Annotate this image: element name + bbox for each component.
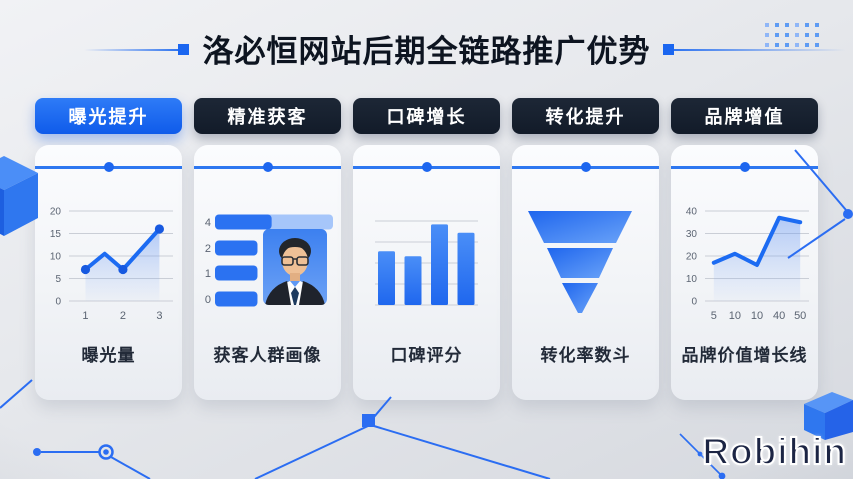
- svg-text:0: 0: [55, 297, 61, 308]
- svg-text:3: 3: [156, 310, 162, 322]
- brand-growth-line-chart: 0 10 20 30 40 5 10 10 40 50: [686, 207, 809, 322]
- tab-label: 口碑增长: [386, 107, 467, 127]
- title-right-line-decoration: [674, 49, 846, 51]
- card-caption: 获客人群画像: [213, 346, 322, 365]
- reputation-bar-chart: [375, 220, 478, 306]
- card-progress-line: [512, 162, 659, 172]
- title-left-square-marker: [178, 44, 189, 55]
- card-acquisition: 4 2 1 0 获客人群画像: [194, 145, 341, 400]
- tab-precise-acquisition[interactable]: 精准获客: [194, 98, 341, 134]
- svg-text:0: 0: [205, 294, 211, 306]
- svg-text:4: 4: [205, 217, 211, 229]
- robihin-logo: Robihin: [701, 430, 847, 473]
- progress-dot-icon: [580, 162, 591, 172]
- customer-portrait-photo: [263, 229, 327, 305]
- circuit-bottom-left-decoration: [0, 379, 151, 479]
- svg-text:10: 10: [50, 252, 62, 263]
- progress-dot-icon: [262, 162, 273, 172]
- svg-text:5: 5: [55, 274, 61, 285]
- card-reputation: 口碑评分: [353, 145, 500, 400]
- card-exposure: 0 5 10 15 20 1 2 3 曝光量: [35, 145, 182, 400]
- circuit-bottom-middle-decoration: [254, 396, 551, 479]
- card-caption: 转化率数斗: [540, 346, 631, 365]
- svg-text:40: 40: [773, 310, 785, 322]
- svg-text:10: 10: [751, 310, 763, 322]
- card-caption: 口碑评分: [390, 346, 463, 365]
- progress-dot-icon: [103, 162, 114, 172]
- svg-text:20: 20: [686, 252, 698, 263]
- title-left-line-decoration: [84, 49, 178, 51]
- svg-text:2: 2: [120, 310, 126, 322]
- svg-text:1: 1: [205, 268, 211, 280]
- tab-reputation-growth[interactable]: 口碑增长: [353, 98, 500, 134]
- card-conversion: 转化率数斗: [512, 145, 659, 400]
- svg-text:1: 1: [82, 310, 88, 322]
- svg-text:20: 20: [50, 207, 62, 218]
- cube-bottom-right-icon: [804, 392, 853, 440]
- card-progress-line: [671, 162, 818, 172]
- card-progress-line: [35, 162, 182, 172]
- page-title: 洛必恒网站后期全链路推广优势: [202, 34, 651, 69]
- svg-text:30: 30: [686, 229, 698, 240]
- tab-label: 品牌增值: [704, 107, 785, 127]
- tab-label: 曝光提升: [68, 107, 149, 127]
- svg-text:5: 5: [711, 310, 717, 322]
- svg-text:40: 40: [686, 207, 698, 218]
- circuit-right-decoration: [787, 149, 853, 259]
- tab-label: 转化提升: [545, 107, 626, 127]
- svg-text:15: 15: [50, 229, 62, 240]
- card-progress-line: [194, 162, 341, 172]
- card-brand: 0 10 20 30 40 5 10 10 40 50 品牌价值增长线: [671, 145, 818, 400]
- svg-text:10: 10: [686, 274, 698, 285]
- tab-exposure-boost[interactable]: 曝光提升: [35, 98, 182, 134]
- svg-text:50: 50: [794, 310, 806, 322]
- progress-dot-icon: [739, 162, 750, 172]
- cube-left-icon: [0, 156, 38, 236]
- dots-grid-decoration: [765, 23, 819, 47]
- tab-conversion-boost[interactable]: 转化提升: [512, 98, 659, 134]
- card-caption: 曝光量: [81, 346, 136, 365]
- svg-text:2: 2: [205, 243, 211, 255]
- conversion-funnel-chart: [528, 211, 632, 313]
- tab-label: 精准获客: [227, 107, 308, 127]
- dotted-line-logo-decoration: [679, 433, 726, 479]
- svg-text:0: 0: [691, 297, 697, 308]
- card-caption: 品牌价值增长线: [681, 346, 808, 365]
- exposure-line-chart: 0 5 10 15 20 1 2 3: [50, 207, 173, 322]
- acquisition-bars-chart: 4 2 1 0: [205, 214, 333, 307]
- progress-dot-icon: [421, 162, 432, 172]
- card-progress-line: [353, 162, 500, 172]
- tab-brand-value[interactable]: 品牌增值: [671, 98, 818, 134]
- title-right-square-marker: [663, 44, 674, 55]
- svg-text:10: 10: [729, 310, 741, 322]
